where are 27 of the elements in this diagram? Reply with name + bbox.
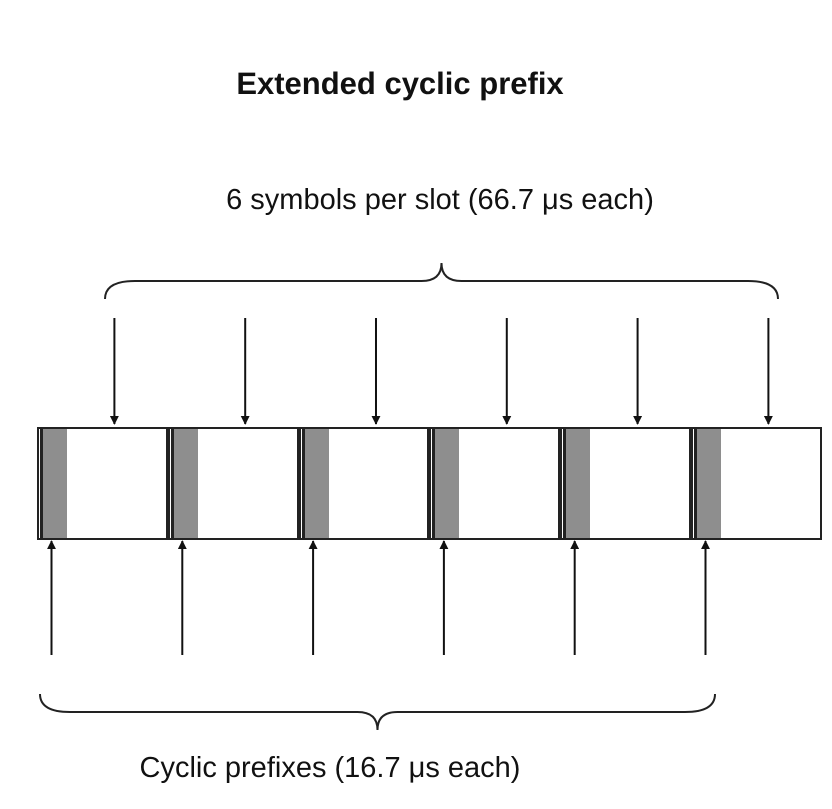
cyclic-prefix-bar xyxy=(40,429,67,538)
arrow xyxy=(439,540,448,655)
cyclic-prefix-bar xyxy=(302,429,329,538)
diagram-title: Extended cyclic prefix xyxy=(235,66,565,102)
brace-label: Cyclic prefixes (16.7 μs each) xyxy=(138,752,522,785)
arrow xyxy=(372,318,380,425)
cyclic-prefix-bar xyxy=(170,429,198,538)
arrow xyxy=(570,540,580,655)
arrow xyxy=(240,318,250,425)
arrow xyxy=(701,540,710,655)
arrow xyxy=(764,318,773,425)
symbol-block xyxy=(37,427,168,540)
symbol-block xyxy=(691,427,822,540)
symbol-block xyxy=(560,427,691,540)
arrow xyxy=(178,540,187,655)
arrow xyxy=(633,318,642,425)
symbol-block xyxy=(429,427,560,540)
cyclic-prefix-bar xyxy=(563,429,590,538)
arrow xyxy=(47,540,56,655)
symbol-block xyxy=(298,427,430,540)
brace-label: 6 symbols per slot (66.7 μs each) xyxy=(225,184,655,217)
arrow xyxy=(308,540,318,655)
symbol-block xyxy=(168,427,299,540)
cyclic-prefix-bar xyxy=(432,429,460,538)
arrow xyxy=(110,318,119,425)
cyclic-prefix-bar xyxy=(694,429,721,538)
arrow xyxy=(502,318,512,425)
